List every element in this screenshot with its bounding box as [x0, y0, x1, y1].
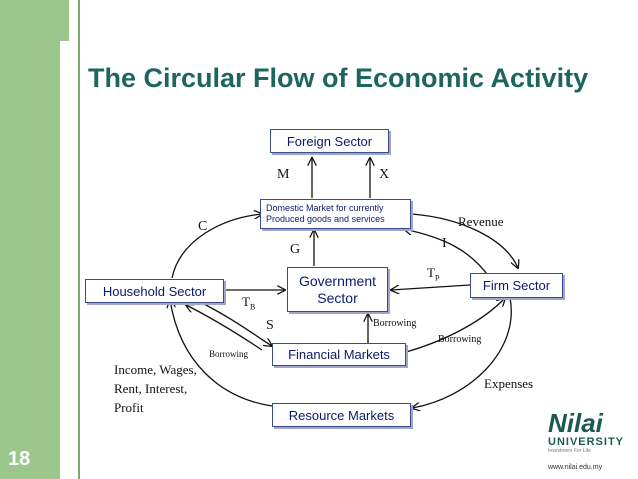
- logo-url: www.nilai.edu.my: [548, 464, 603, 471]
- sidebar-top-accent: [60, 0, 69, 41]
- label-tb-main: T: [242, 294, 250, 309]
- sidebar-divider: [78, 0, 80, 479]
- logo-wordmark: Nilai: [548, 408, 603, 438]
- arrow-borrow-house: [186, 305, 263, 351]
- resource-markets-box: Resource Markets: [272, 403, 411, 427]
- label-borrowing-firm: Borrowing: [438, 334, 482, 345]
- label-tp: TP: [427, 265, 439, 283]
- slide-title: The Circular Flow of Economic Activity: [88, 63, 589, 93]
- domestic-market-label-1: Domestic Market for currently: [266, 203, 384, 213]
- arrow-borrow-firm: [405, 298, 505, 353]
- label-x: X: [379, 167, 390, 182]
- label-tp-main: T: [427, 265, 435, 280]
- government-sector-label-1: Government: [298, 272, 377, 289]
- label-income-1: Income, Wages,: [114, 362, 197, 377]
- household-sector-box: Household Sector: [85, 279, 224, 303]
- arrow-s: [199, 301, 272, 346]
- resource-markets-label: Resource Markets: [288, 407, 395, 423]
- financial-markets-box: Financial Markets: [272, 343, 406, 366]
- label-expenses: Expenses: [484, 376, 534, 391]
- firm-sector-label: Firm Sector: [482, 278, 551, 293]
- sidebar-band: [0, 0, 60, 479]
- domestic-market-label-2: Produced goods and services: [266, 214, 385, 224]
- label-m: M: [277, 167, 290, 182]
- arrow-expenses: [412, 297, 512, 408]
- arrow-c: [171, 214, 262, 279]
- arrow-i: [404, 229, 491, 279]
- firm-sector-box: Firm Sector: [470, 273, 563, 298]
- label-c: C: [198, 219, 208, 234]
- nilai-university-logo: Nilai UNIVERSITY Investment For Life www…: [548, 410, 632, 471]
- arrow-tp: [391, 284, 471, 290]
- foreign-sector-box: Foreign Sector: [270, 129, 389, 153]
- label-income-2: Rent, Interest,: [114, 381, 188, 396]
- arrow-revenue: [411, 213, 518, 268]
- label-tb: TB: [242, 294, 255, 312]
- foreign-sector-label: Foreign Sector: [286, 133, 373, 149]
- logo-subtitle: UNIVERSITY: [548, 436, 625, 448]
- label-i: I: [442, 236, 447, 251]
- label-borrowing-house: Borrowing: [209, 349, 248, 359]
- label-income: Income, Wages, Rent, Interest, Profit: [114, 360, 197, 417]
- slide-number: 18: [8, 448, 31, 470]
- household-sector-label: Household Sector: [102, 283, 207, 299]
- label-tp-sub: P: [434, 273, 440, 283]
- financial-markets-label: Financial Markets: [288, 347, 390, 362]
- government-sector-label-2: Sector: [317, 289, 358, 306]
- label-borrowing-gov: Borrowing: [373, 318, 417, 329]
- arrow-income: [170, 300, 273, 407]
- label-tb-sub: B: [249, 302, 256, 312]
- label-revenue: Revenue: [458, 214, 504, 229]
- label-income-3: Profit: [114, 400, 144, 415]
- government-sector-box: Government Sector: [287, 267, 388, 312]
- logo-tagline: Investment For Life: [548, 448, 591, 454]
- label-s: S: [266, 318, 274, 333]
- domestic-market-box: Domestic Market for currently Produced g…: [260, 199, 411, 229]
- label-g: G: [290, 242, 301, 257]
